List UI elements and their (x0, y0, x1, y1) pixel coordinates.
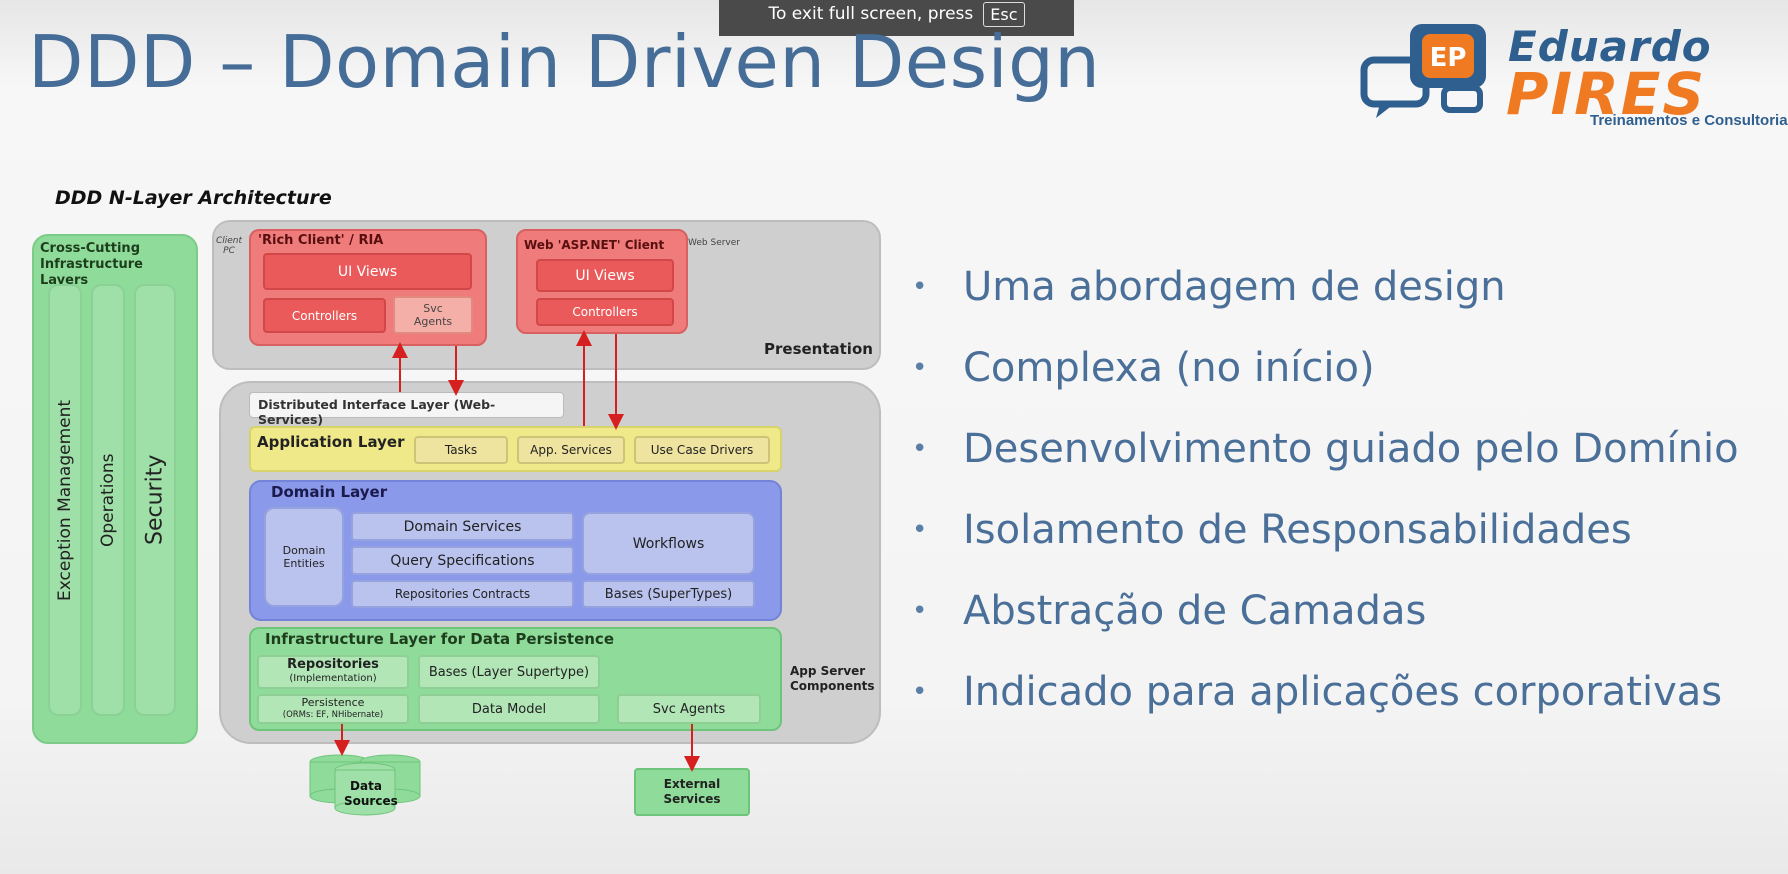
web-client-controllers: Controllers (536, 298, 674, 326)
bullet-dot-icon: • (912, 352, 928, 383)
domain-layer-label: Domain Layer (271, 483, 388, 501)
rich-client-svc-agents: Svc Agents (393, 296, 473, 334)
cross-cutting-label: Cross-Cutting Infrastructure Layers (40, 241, 143, 288)
bullet-dot-icon: • (912, 271, 928, 302)
bullet-text: Uma abordagem de design (963, 263, 1506, 310)
bullet-text: Indicado para aplicações corporativas (963, 668, 1723, 715)
repositories-box: Repositories (Implementation) (257, 655, 409, 689)
rich-client-controllers: Controllers (263, 298, 386, 333)
external-services-label: External Services (663, 777, 721, 806)
bullet-dot-icon: • (912, 676, 928, 707)
web-server-label: Web Server (688, 238, 740, 248)
diagram-title: DDD N-Layer Architecture (55, 187, 332, 209)
operations-column: Operations (91, 284, 125, 716)
chat-bubbles-logo-icon: EP (1360, 24, 1486, 118)
bullet-text: Desenvolvimento guiado pelo Domínio (963, 425, 1739, 472)
infrastructure-svc-agents-box: Svc Agents (617, 694, 761, 724)
bullet-text: Complexa (no início) (963, 344, 1375, 391)
logo-tagline: Treinamentos e Consultoria (1590, 112, 1788, 129)
application-layer-label: Application Layer (257, 433, 405, 451)
fullscreen-exit-notice: To exit full screen, press Esc (719, 0, 1074, 36)
bullet-dot-icon: • (912, 433, 928, 464)
domain-entities-box: Domain Entities (264, 507, 344, 607)
bullet-dot-icon: • (912, 514, 928, 545)
repositories-label: Repositories (287, 657, 379, 672)
logo-word-eduardo: Eduardo (1508, 22, 1712, 71)
exception-management-column: Exception Management (48, 284, 82, 716)
fullscreen-notice-text: To exit full screen, press (768, 4, 974, 24)
slide-title: DDD – Domain Driven Design (28, 20, 1101, 104)
infrastructure-layer-label: Infrastructure Layer for Data Persistenc… (265, 630, 614, 648)
use-case-drivers-box: Use Case Drivers (634, 436, 770, 464)
web-client-title: Web 'ASP.NET' Client (524, 238, 665, 252)
logo-icon-letters: EP (1430, 43, 1467, 73)
persistence-sublabel: (ORMs: EF, NHibernate) (282, 710, 384, 720)
query-specifications-box: Query Specifications (351, 546, 574, 575)
security-column: Security (134, 284, 176, 716)
external-services-box: External Services (634, 768, 750, 816)
bullet-dot-icon: • (912, 595, 928, 626)
persistence-box: Persistence (ORMs: EF, NHibernate) (257, 694, 409, 724)
persistence-label: Persistence (301, 696, 365, 709)
rich-client-ui-views: UI Views (263, 253, 472, 290)
esc-key-hint: Esc (983, 1, 1025, 27)
app-services-box: App. Services (517, 436, 625, 464)
repositories-contracts-box: Repositories Contracts (351, 580, 574, 608)
infrastructure-bases-box: Bases (Layer Supertype) (418, 655, 600, 689)
domain-services-box: Domain Services (351, 512, 574, 541)
repositories-sublabel: (Implementation) (289, 673, 377, 684)
bullet-text: Isolamento de Responsabilidades (963, 506, 1632, 553)
client-pc-label: Client PC (215, 236, 243, 256)
application-layer (249, 426, 782, 472)
presentation-label: Presentation (764, 340, 873, 358)
bullet-text: Abstração de Camadas (963, 587, 1427, 634)
domain-bases-box: Bases (SuperTypes) (582, 580, 755, 608)
workflows-box: Workflows (582, 512, 755, 575)
tasks-box: Tasks (414, 436, 508, 464)
data-sources-cylinders-icon (309, 754, 421, 816)
distributed-interface-layer: Distributed Interface Layer (Web-Service… (249, 392, 564, 427)
rich-client-title: 'Rich Client' / RIA (258, 233, 384, 248)
logo-word-pires: PIRES (1506, 60, 1707, 128)
web-client-ui-views: UI Views (536, 259, 674, 292)
eduardo-pires-logo: EP Eduardo PIRES Treinamentos e Consulto… (1360, 18, 1788, 133)
data-model-box: Data Model (418, 694, 600, 724)
app-server-components-label: App Server Components (790, 664, 875, 693)
data-sources-label: Data Sources (344, 779, 398, 808)
